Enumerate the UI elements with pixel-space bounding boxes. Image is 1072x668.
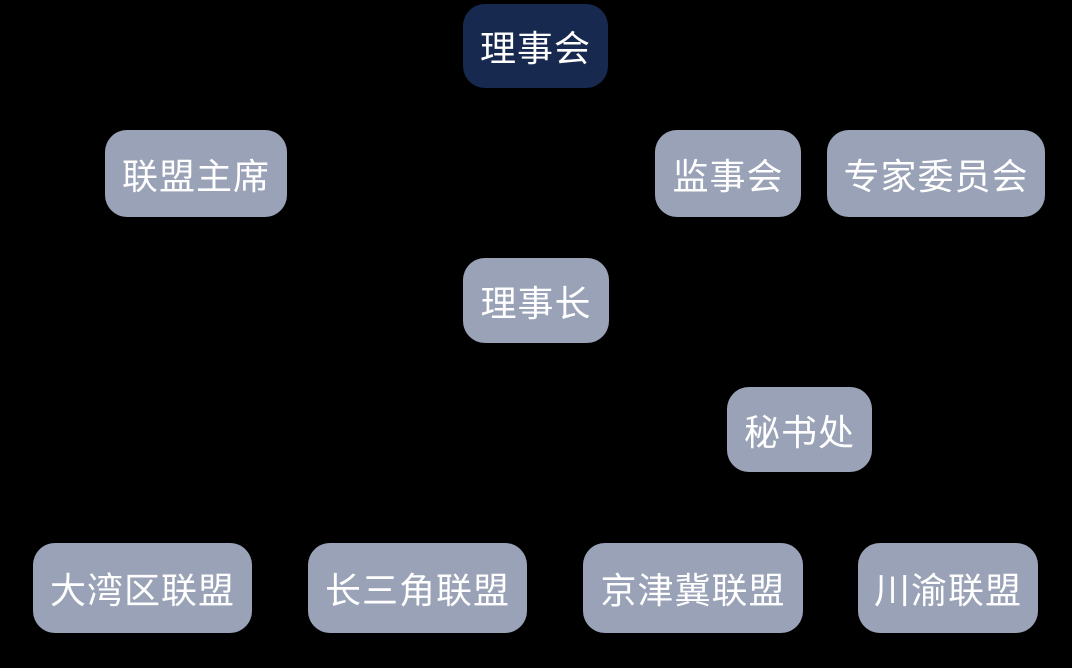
- node-expert-committee: 专家委员会: [827, 130, 1045, 217]
- node-yangtze-delta-alliance: 长三角联盟: [308, 543, 527, 633]
- node-greater-bay-area-alliance: 大湾区联盟: [33, 543, 252, 633]
- node-secretariat: 秘书处: [727, 387, 872, 472]
- node-chairman: 理事长: [463, 258, 609, 343]
- node-chuan-yu-alliance: 川渝联盟: [858, 543, 1038, 633]
- node-jing-jin-ji-alliance: 京津冀联盟: [583, 543, 803, 633]
- node-supervisory-board: 监事会: [655, 130, 801, 217]
- node-alliance-chairman: 联盟主席: [105, 130, 287, 217]
- node-council: 理事会: [463, 4, 608, 88]
